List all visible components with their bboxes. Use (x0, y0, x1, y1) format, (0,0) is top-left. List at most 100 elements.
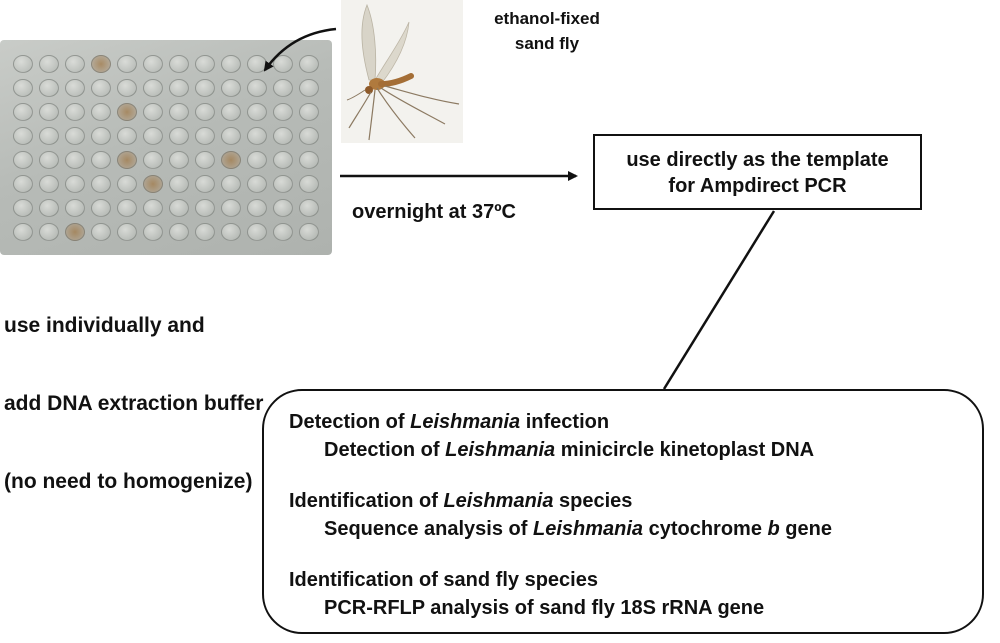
plate-well (195, 199, 215, 217)
plate-well (273, 223, 293, 241)
plate-well (117, 103, 137, 121)
section-subtitle: Sequence analysis of Leishmania cytochro… (324, 518, 832, 541)
template-box: use directly as the template for Ampdire… (593, 134, 922, 210)
text: Identification of sand fly species (289, 569, 598, 591)
plate-well (169, 103, 189, 121)
text: Detection of (324, 439, 446, 461)
plate-well (117, 199, 137, 217)
text: gene (779, 518, 832, 540)
overnight-label: overnight at 37ºC (352, 201, 517, 223)
plate-well (13, 79, 33, 97)
plate-well (273, 175, 293, 193)
plate-well (247, 127, 267, 145)
plate-well (221, 199, 241, 217)
fly-label: ethanol-fixed sand fly (472, 6, 622, 56)
plate-well (169, 127, 189, 145)
plate-well (117, 127, 137, 145)
plate-well (39, 175, 59, 193)
text: minicircle kinetoplast DNA (555, 439, 815, 461)
plate-well (117, 175, 137, 193)
section-subtitle: PCR-RFLP analysis of sand fly 18S rRNA g… (324, 597, 764, 620)
plate-well (91, 199, 111, 217)
plate-well (221, 55, 241, 73)
plate-well (247, 175, 267, 193)
plate-well (299, 199, 319, 217)
plate-well (299, 127, 319, 145)
plate-well (143, 127, 163, 145)
plate-well (299, 223, 319, 241)
plate-well (247, 79, 267, 97)
plate-well (299, 175, 319, 193)
plate-well (13, 127, 33, 145)
plate-well (169, 199, 189, 217)
plate-well (91, 175, 111, 193)
sand-fly-photo (341, 0, 463, 143)
plate-caption-line: use individually and (4, 314, 205, 337)
plate-well (169, 79, 189, 97)
plate-well (143, 79, 163, 97)
plate-well (39, 127, 59, 145)
plate-well (65, 127, 85, 145)
plate-well (195, 151, 215, 169)
plate-well (247, 55, 267, 73)
plate-well (117, 55, 137, 73)
plate-well (221, 79, 241, 97)
well-grid (10, 52, 322, 244)
plate-well (91, 127, 111, 145)
well-plate-photo (0, 40, 332, 255)
plate-well (195, 175, 215, 193)
template-box-line: for Ampdirect PCR (668, 175, 847, 197)
plate-well (195, 103, 215, 121)
plate-well (221, 151, 241, 169)
plate-well (247, 199, 267, 217)
plate-well (169, 223, 189, 241)
plate-well (247, 103, 267, 121)
plate-well (13, 103, 33, 121)
fly-label-line: sand fly (514, 34, 580, 53)
plate-well (195, 223, 215, 241)
plate-well (39, 55, 59, 73)
plate-well (91, 223, 111, 241)
plate-well (65, 223, 85, 241)
plate-well (247, 223, 267, 241)
plate-well (91, 55, 111, 73)
plate-well (13, 151, 33, 169)
text: infection (520, 411, 610, 433)
plate-well (65, 55, 85, 73)
plate-well (117, 79, 137, 97)
italic-text: b (767, 518, 780, 540)
plate-well (299, 151, 319, 169)
section-subtitle: Detection of Leishmania minicircle kinet… (324, 439, 814, 462)
plate-well (221, 175, 241, 193)
plate-well (169, 151, 189, 169)
plate-well (13, 199, 33, 217)
plate-well (65, 151, 85, 169)
plate-well (273, 127, 293, 145)
plate-caption: use individually and add DNA extraction … (4, 261, 263, 521)
plate-well (65, 199, 85, 217)
plate-well (143, 175, 163, 193)
text: Sequence analysis of (324, 518, 533, 540)
plate-well (13, 175, 33, 193)
plate-well (143, 199, 163, 217)
fly-label-line: ethanol-fixed (494, 9, 600, 28)
text: PCR-RFLP analysis of sand fly 18S rRNA g… (324, 597, 765, 619)
plate-well (65, 103, 85, 121)
plate-well (39, 79, 59, 97)
plate-well (299, 103, 319, 121)
plate-well (221, 223, 241, 241)
section-title: Identification of Leishmania species (289, 490, 632, 513)
text: Identification of (289, 490, 444, 512)
plate-well (65, 79, 85, 97)
plate-caption-line: add DNA extraction buffer (4, 392, 264, 415)
plate-well (247, 151, 267, 169)
template-box-line: use directly as the template (626, 149, 889, 171)
plate-well (169, 175, 189, 193)
plate-well (39, 223, 59, 241)
plate-well (195, 55, 215, 73)
plate-well (117, 151, 137, 169)
plate-well (13, 223, 33, 241)
plate-well (299, 55, 319, 73)
plate-well (195, 79, 215, 97)
plate-well (299, 79, 319, 97)
